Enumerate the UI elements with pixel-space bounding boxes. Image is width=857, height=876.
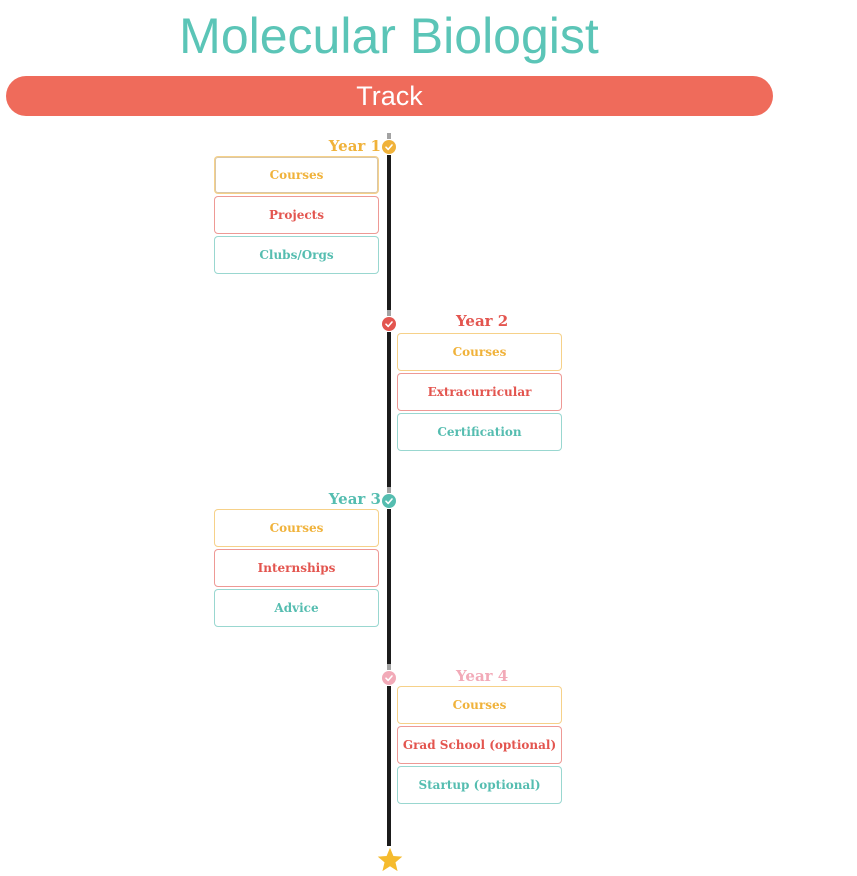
year-2-label: Year 2 bbox=[456, 312, 509, 330]
year-1-node[interactable] bbox=[382, 140, 396, 154]
year-3-courses-card[interactable]: Courses bbox=[214, 509, 379, 547]
year-4-startup-card[interactable]: Startup (optional) bbox=[397, 766, 562, 804]
year-2-extracurricular-card[interactable]: Extracurricular bbox=[397, 373, 562, 411]
year-4-grad-school-card[interactable]: Grad School (optional) bbox=[397, 726, 562, 764]
year-4-label: Year 4 bbox=[456, 667, 509, 685]
check-icon bbox=[385, 144, 393, 151]
year-3-internships-card[interactable]: Internships bbox=[214, 549, 379, 587]
year-3-node[interactable] bbox=[382, 494, 396, 508]
check-icon bbox=[385, 321, 393, 328]
track-button[interactable]: Track bbox=[6, 76, 773, 116]
check-icon bbox=[385, 498, 393, 505]
timeline-stub bbox=[387, 310, 391, 316]
year-1-projects-card[interactable]: Projects bbox=[214, 196, 379, 234]
timeline-segment bbox=[387, 332, 391, 487]
year-2-courses-card[interactable]: Courses bbox=[397, 333, 562, 371]
year-4-courses-card[interactable]: Courses bbox=[397, 686, 562, 724]
timeline-segment bbox=[387, 155, 391, 310]
year-1-courses-card[interactable]: Courses bbox=[214, 156, 379, 194]
year-3-advice-card[interactable]: Advice bbox=[214, 589, 379, 627]
year-1-clubs-card[interactable]: Clubs/Orgs bbox=[214, 236, 379, 274]
year-2-certification-card[interactable]: Certification bbox=[397, 413, 562, 451]
timeline-segment bbox=[387, 686, 391, 846]
year-3-label: Year 3 bbox=[328, 490, 381, 508]
year-2-node[interactable] bbox=[382, 317, 396, 331]
page-title: Molecular Biologist bbox=[179, 8, 599, 64]
timeline-stub bbox=[387, 487, 391, 493]
year-4-node[interactable] bbox=[382, 671, 396, 685]
timeline-stub bbox=[387, 133, 391, 139]
star-icon bbox=[377, 847, 403, 872]
check-icon bbox=[385, 675, 393, 682]
year-1-label: Year 1 bbox=[328, 137, 381, 155]
timeline-segment bbox=[387, 509, 391, 664]
timeline-stub bbox=[387, 664, 391, 670]
star-shape bbox=[377, 847, 403, 872]
